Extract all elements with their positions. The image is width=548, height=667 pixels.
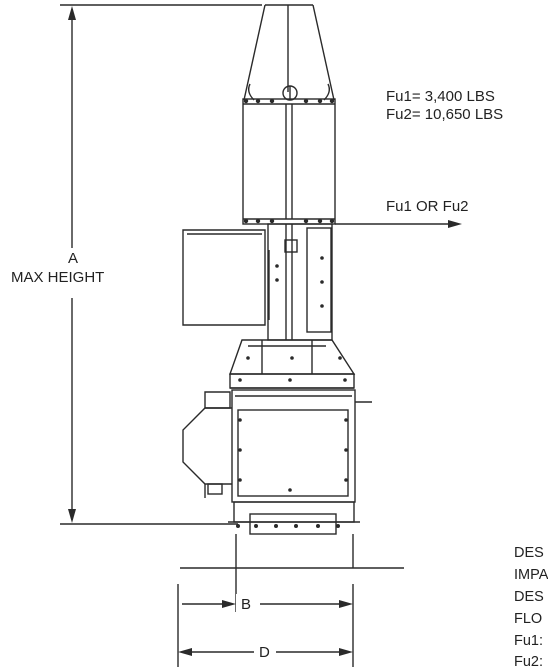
dim-d-label: D bbox=[259, 644, 270, 661]
label-gap-d bbox=[254, 642, 276, 662]
load-arrow bbox=[335, 220, 462, 228]
fu-arrow-label: Fu1 OR Fu2 bbox=[386, 198, 469, 215]
dim-a-label: A bbox=[68, 250, 78, 267]
fu2-load-label: Fu2= 10,650 LBS bbox=[386, 106, 503, 123]
max-height-label: MAX HEIGHT bbox=[11, 269, 104, 286]
dimension-d bbox=[178, 648, 353, 656]
note-line: DES bbox=[514, 589, 544, 605]
note-line: Fu2: bbox=[514, 654, 543, 667]
fan-base bbox=[180, 501, 404, 569]
note-line: DES bbox=[514, 545, 544, 561]
discharge-hood bbox=[204, 339, 356, 409]
stack-wind-band bbox=[242, 98, 336, 225]
note-line: Fu1: bbox=[514, 633, 543, 649]
bolt-dots bbox=[236, 98, 348, 528]
cropped-notes: DES IMPA DES FLO Fu1: Fu2: bbox=[514, 545, 548, 667]
note-line: IMPA bbox=[514, 567, 548, 583]
label-gap-b bbox=[236, 594, 260, 614]
fan-housing bbox=[182, 389, 372, 503]
note-line: FLO bbox=[514, 611, 542, 627]
dim-b-label: B bbox=[241, 596, 251, 613]
stack-cone bbox=[243, 4, 335, 101]
fu1-load-label: Fu1= 3,400 LBS bbox=[386, 88, 495, 105]
riser-section bbox=[182, 223, 333, 341]
label-gap-a bbox=[44, 248, 104, 298]
